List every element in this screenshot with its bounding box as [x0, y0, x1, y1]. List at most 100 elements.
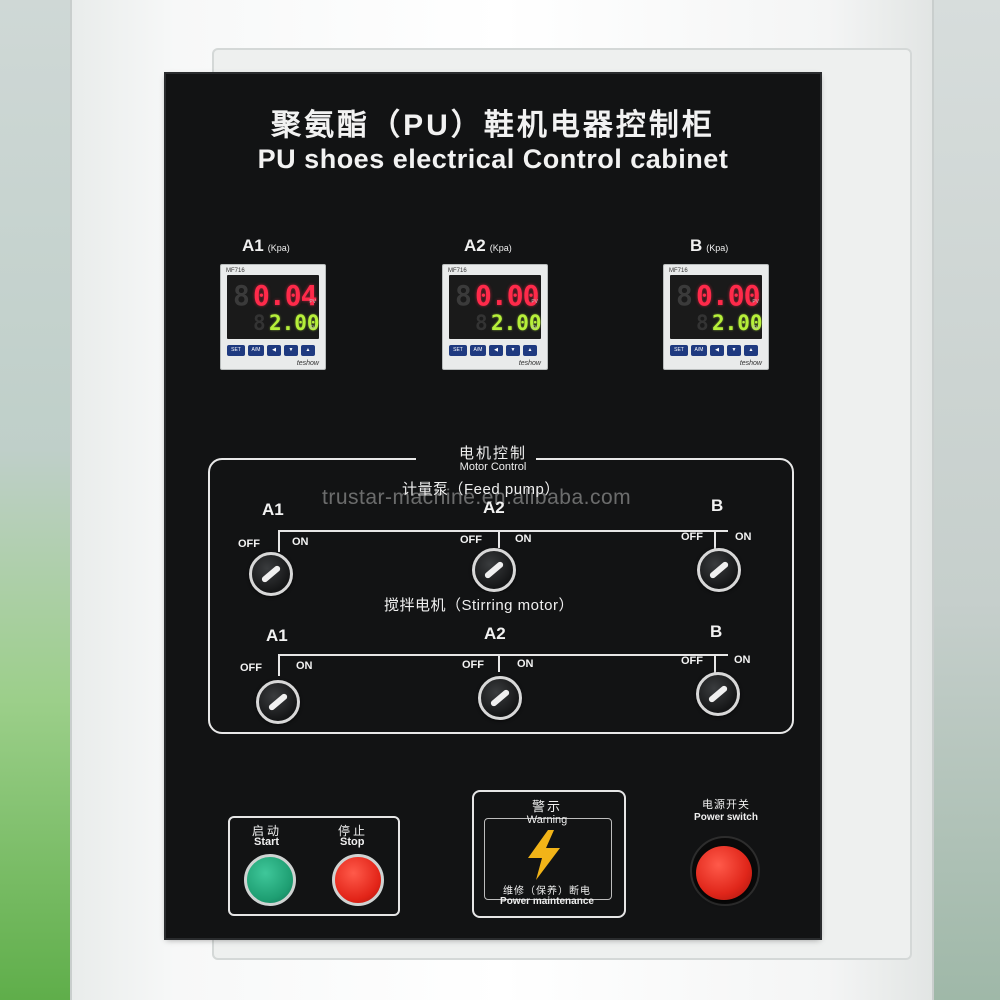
stirring-motor-a1-on-label: ON — [296, 660, 313, 672]
am-key[interactable]: A/M — [691, 345, 707, 356]
controller-brand: teshow — [739, 360, 762, 367]
controller-b-unit: (Kpa) — [706, 243, 729, 253]
stirring-motor-b-rotary-switch[interactable] — [696, 672, 740, 716]
warning-maintenance-en: Power maintenance — [500, 896, 594, 907]
up-arrow-key-icon[interactable]: ▲ — [744, 345, 758, 356]
left-arrow-key-icon[interactable]: ◀ — [489, 345, 503, 356]
stirring-motor-bus-line — [278, 654, 728, 656]
up-arrow-key-icon[interactable]: ▲ — [523, 345, 537, 356]
controller-model: MF716 — [448, 268, 467, 274]
sv-tag: SV — [531, 325, 538, 331]
sv-readout: 2.00 — [491, 311, 542, 335]
stirring-motor-a1-off-label: OFF — [240, 662, 262, 674]
controller-a2-label: A2(Kpa) — [464, 236, 512, 256]
stop-label-cn: 停止 — [338, 824, 369, 838]
warning-frame — [472, 790, 626, 918]
controller-keys: SET A/M ◀ ▼ ▲ — [670, 345, 762, 357]
panel-title-cn: 聚氨酯（PU）鞋机电器控制柜 — [271, 109, 715, 142]
stirring-motor-a2-off-label: OFF — [462, 659, 484, 671]
stirring-motor-a1-label: A1 — [266, 626, 288, 645]
stirring-motor-a1-rotary-switch[interactable] — [256, 680, 300, 724]
panel-title-en: PU shoes electrical Control cabinet — [257, 144, 729, 174]
controller-brand: teshow — [296, 360, 319, 367]
set-key[interactable]: SET — [227, 345, 245, 356]
pv-tag: PV — [752, 299, 759, 305]
sv-tag: SV — [309, 325, 316, 331]
start-label-en: Start — [254, 836, 280, 848]
feed-pump-a1-off-label: OFF — [238, 538, 260, 550]
sv-tag: SV — [752, 325, 759, 331]
controller-model: MF716 — [226, 268, 245, 274]
pressure-controller-a1: MF716 8 0.04 8 2.00 PV SV SET A/M ◀ ▼ ▲ … — [220, 264, 326, 370]
start-label-cn: 启动 — [252, 824, 283, 838]
left-arrow-key-icon[interactable]: ◀ — [267, 345, 281, 356]
pv-ghost-digit: 8 — [455, 279, 472, 312]
start-button[interactable] — [244, 854, 296, 906]
motor-title-backdrop — [416, 440, 536, 480]
stirring-motor-title-backdrop — [376, 592, 616, 614]
feed-pump-a2-on-label: ON — [515, 533, 532, 545]
motor-control-title-cn: 电机控制 — [458, 445, 527, 462]
start-stop-frame — [228, 816, 400, 916]
pv-ghost-digit: 8 — [676, 279, 693, 312]
stirring-motor-a2-on-label: ON — [517, 658, 534, 670]
feed-pump-title: 计量泵（Feed pump） — [402, 481, 560, 498]
controller-model: MF716 — [669, 268, 688, 274]
sv-readout: 2.00 — [712, 311, 763, 335]
down-arrow-key-icon[interactable]: ▼ — [506, 345, 520, 356]
feed-pump-bus-line — [278, 530, 728, 532]
power-switch-label-cn: 电源开关 — [702, 799, 750, 811]
warning-title-en: Warning — [526, 814, 568, 826]
feed-pump-b-on-label: ON — [735, 531, 752, 543]
divider — [278, 530, 280, 552]
down-arrow-key-icon[interactable]: ▼ — [727, 345, 741, 356]
left-arrow-key-icon[interactable]: ◀ — [710, 345, 724, 356]
set-key[interactable]: SET — [670, 345, 688, 356]
background-left-scene — [0, 0, 75, 1000]
pv-readout: 0.04 — [253, 279, 317, 312]
feed-pump-b-off-label: OFF — [681, 531, 703, 543]
warning-inner-frame — [484, 818, 612, 900]
feed-pump-a1-rotary-switch[interactable] — [249, 552, 293, 596]
stirring-motor-a2-rotary-switch[interactable] — [478, 676, 522, 720]
pv-ghost-digit: 8 — [233, 279, 250, 312]
feed-pump-a2-rotary-switch[interactable] — [472, 548, 516, 592]
sv-ghost-digit: 8 — [253, 311, 266, 335]
controller-keys: SET A/M ◀ ▼ ▲ — [449, 345, 541, 357]
controller-a1-label: A1(Kpa) — [242, 236, 290, 256]
stirring-motor-title: 搅拌电机（Stirring motor） — [384, 597, 575, 614]
power-switch-button[interactable] — [696, 846, 752, 900]
sv-readout: 2.00 — [269, 311, 320, 335]
stop-button[interactable] — [332, 854, 384, 906]
feed-pump-a2-off-label: OFF — [460, 534, 482, 546]
motor-control-title-en: Motor Control — [459, 461, 527, 473]
controller-display: 8 0.04 8 2.00 PV SV — [227, 275, 320, 339]
down-arrow-key-icon[interactable]: ▼ — [284, 345, 298, 356]
controller-a2-name: A2 — [464, 236, 486, 255]
up-arrow-key-icon[interactable]: ▲ — [301, 345, 315, 356]
stirring-motor-b-off-label: OFF — [681, 655, 703, 667]
feed-pump-b-label: B — [711, 496, 724, 515]
stirring-motor-b-on-label: ON — [734, 654, 751, 666]
pv-tag: PV — [309, 299, 316, 305]
am-key[interactable]: A/M — [470, 345, 486, 356]
feed-pump-a2-label: A2 — [483, 498, 505, 517]
power-switch-label-en: Power switch — [694, 812, 758, 823]
controller-b-name: B — [690, 236, 703, 255]
controller-display: 8 0.00 8 2.00 PV SV — [449, 275, 542, 339]
divider — [498, 530, 500, 548]
sv-ghost-digit: 8 — [475, 311, 488, 335]
controller-b-label: B(Kpa) — [690, 236, 728, 256]
feed-pump-b-rotary-switch[interactable] — [697, 548, 741, 592]
controller-a2-unit: (Kpa) — [489, 243, 512, 253]
stirring-motor-a2-label: A2 — [484, 624, 506, 643]
controller-display: 8 0.00 8 2.00 PV SV — [670, 275, 763, 339]
feed-pump-title-backdrop — [392, 476, 596, 498]
am-key[interactable]: A/M — [248, 345, 264, 356]
controller-a1-unit: (Kpa) — [267, 243, 290, 253]
set-key[interactable]: SET — [449, 345, 467, 356]
pv-tag: PV — [531, 299, 538, 305]
lightning-bolt-icon — [528, 830, 560, 880]
controller-keys: SET A/M ◀ ▼ ▲ — [227, 345, 319, 357]
pressure-controller-a2: MF716 8 0.00 8 2.00 PV SV SET A/M ◀ ▼ ▲ … — [442, 264, 548, 370]
